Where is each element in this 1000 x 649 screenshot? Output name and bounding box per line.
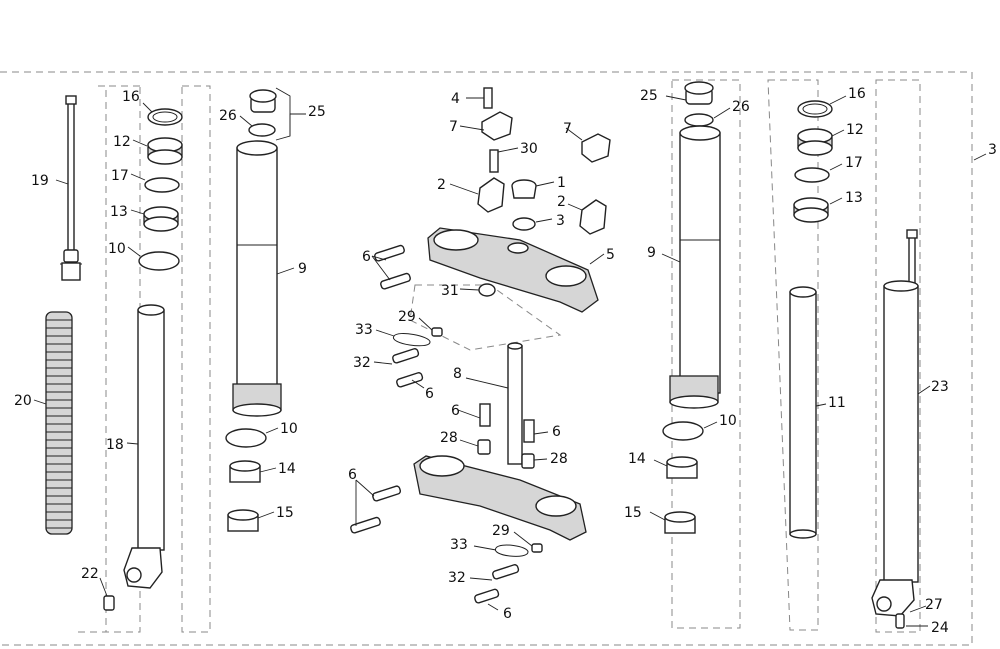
upper-triple-clamp-5 <box>427 227 599 313</box>
callout-17-left: 17 <box>111 168 129 184</box>
ring-set-right <box>793 100 833 223</box>
callout-2-left: 2 <box>437 177 446 193</box>
callout-6-b: 6 <box>425 386 434 402</box>
callout-16-left: 16 <box>122 89 140 105</box>
callout-15-right: 15 <box>624 505 642 521</box>
callout-26-right: 26 <box>732 99 750 115</box>
callout-8: 8 <box>453 366 462 382</box>
callout-32-top: 32 <box>353 355 371 371</box>
callout-14-left: 14 <box>278 461 296 477</box>
callout-32-bottom: 32 <box>448 570 466 586</box>
callout-2-right: 2 <box>557 194 566 210</box>
callout-18: 18 <box>106 437 124 453</box>
callout-6-d: 6 <box>552 424 561 440</box>
callout-27: 27 <box>925 597 943 613</box>
ring-set-left <box>138 108 183 271</box>
bolt-22 <box>103 595 115 611</box>
callout-15-left: 15 <box>276 505 294 521</box>
callout-30: 30 <box>520 141 538 157</box>
callout-5: 5 <box>606 247 615 263</box>
callout-19: 19 <box>31 173 49 189</box>
callout-9-left: 9 <box>298 261 307 277</box>
callout-10-mid: 10 <box>280 421 298 437</box>
callout-31: 31 <box>441 283 459 299</box>
callout-3: 3 <box>556 213 565 229</box>
callout-10-left: 10 <box>108 241 126 257</box>
callout-7-left: 7 <box>449 119 458 135</box>
callout-14-right: 14 <box>628 451 646 467</box>
callout-25-right: 25 <box>640 88 658 104</box>
leader-lines <box>33 87 987 627</box>
callout-12-right: 12 <box>846 122 864 138</box>
callout-29-bottom: 29 <box>492 523 510 539</box>
callout-6-f: 6 <box>503 606 512 622</box>
callout-6-c: 6 <box>451 403 460 419</box>
callout-10-right: 10 <box>719 413 737 429</box>
callout-20: 20 <box>14 393 32 409</box>
handlebar-clamps <box>477 87 611 235</box>
fork-spring-20 <box>45 311 73 535</box>
callout-12-left: 12 <box>113 134 131 150</box>
callout-3-assembly: 3 <box>988 142 997 158</box>
callout-6-e: 6 <box>348 467 357 483</box>
callout-28-right: 28 <box>550 451 568 467</box>
callout-9-right: 9 <box>647 245 656 261</box>
callout-1: 1 <box>557 175 566 191</box>
damper-rod-19 <box>60 95 82 281</box>
steering-stem-8 <box>477 342 535 469</box>
callout-7-right: 7 <box>563 121 572 137</box>
callout-16-right: 16 <box>848 86 866 102</box>
callout-labels: 16 12 17 13 10 19 20 18 22 26 25 9 10 14… <box>14 86 997 636</box>
callout-24: 24 <box>931 620 949 636</box>
callout-33-top: 33 <box>355 322 373 338</box>
callout-6-a: 6 <box>362 249 371 265</box>
callout-4: 4 <box>451 91 460 107</box>
damper-cartridge-23 <box>871 229 919 629</box>
callout-13-right: 13 <box>845 190 863 206</box>
inner-tube-11 <box>789 286 817 539</box>
callout-26-left: 26 <box>219 108 237 124</box>
callout-28-left: 28 <box>440 430 458 446</box>
callout-11: 11 <box>828 395 846 411</box>
callout-23: 23 <box>931 379 949 395</box>
callout-25-left: 25 <box>308 104 326 120</box>
lower-triple-clamp <box>350 455 587 604</box>
group-outlines <box>0 71 973 646</box>
fork-outer-right <box>662 81 721 534</box>
callout-29-top: 29 <box>398 309 416 325</box>
fork-outer-left <box>225 89 282 532</box>
callout-17-right: 17 <box>845 155 863 171</box>
callout-13-left: 13 <box>110 204 128 220</box>
center-hardware <box>374 244 496 388</box>
callout-22: 22 <box>81 566 99 582</box>
damper-cartridge-18 <box>123 304 165 589</box>
callout-33-bottom: 33 <box>450 537 468 553</box>
